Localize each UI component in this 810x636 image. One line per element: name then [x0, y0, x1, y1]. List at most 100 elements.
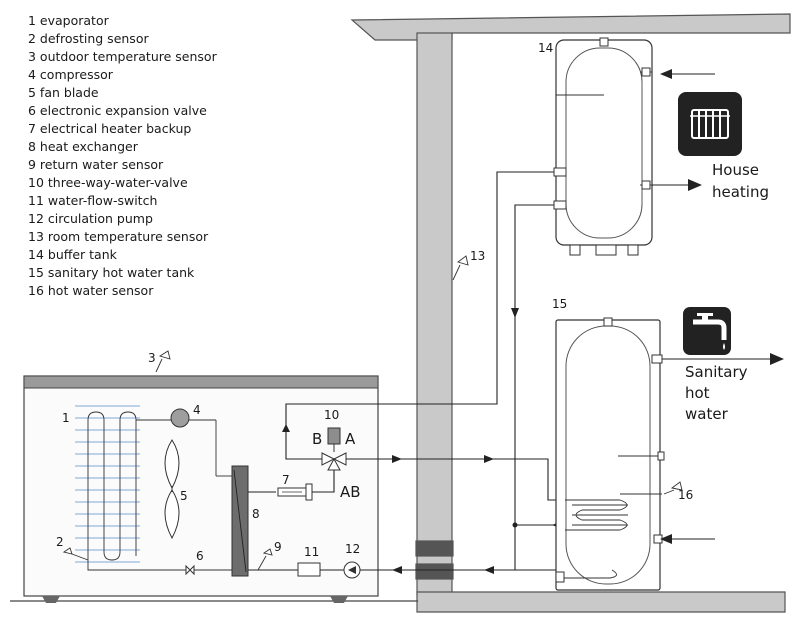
- defrosting-sensor-lead: [71, 553, 89, 561]
- legend-item-7: 7 electrical heater backup: [28, 121, 191, 136]
- legend-item-2: 2 defrosting sensor: [28, 31, 149, 46]
- compressor: [136, 408, 232, 477]
- evaporator-outlet-pipe: [87, 420, 185, 571]
- valve-port-ab: AB: [340, 483, 361, 501]
- number-12: 12: [345, 542, 360, 556]
- number-1: 1: [62, 411, 70, 425]
- return-water-sensor: [262, 548, 273, 556]
- legend-item-4: 4 compressor: [28, 67, 114, 82]
- legend-item-5: 5 fan blade: [28, 85, 99, 100]
- legend-item-3: 3 outdoor temperature sensor: [28, 49, 218, 64]
- legend-item-11: 11 water-flow-switch: [28, 193, 157, 208]
- legend-item-6: 6 electronic expansion valve: [28, 103, 207, 118]
- heating-coil-turns: [572, 504, 628, 526]
- water-flow-switch: [297, 562, 321, 577]
- buffer-tank-return-port: [641, 67, 651, 77]
- outdoor-unit-top: [23, 375, 379, 389]
- number-13: 13: [470, 249, 485, 263]
- outdoor-temperature-sensor-lead: [155, 358, 163, 373]
- buffer-tank-foot-2: [595, 244, 617, 256]
- legend: 1 evaporator 2 defrosting sensor 3 outdo…: [28, 13, 218, 298]
- arrow-house-heating: [688, 179, 702, 191]
- sanitary-label-3: water: [685, 405, 729, 423]
- heat-exchanger-diagonal: [233, 469, 247, 573]
- pump-direction-mark: [348, 566, 356, 574]
- hot-water-sensor-lead: [663, 489, 675, 495]
- room-temperature-sensor: [457, 255, 469, 266]
- buffer-tank: [553, 37, 653, 256]
- flow-arrow-right-2: [484, 455, 494, 463]
- number-16: 16: [678, 488, 693, 502]
- valve-port-a: A: [345, 430, 356, 448]
- wall-pipe-sleeve-lower: [415, 563, 454, 580]
- number-6: 6: [196, 549, 204, 563]
- legend-item-10: 10 three-way-water-valve: [28, 175, 188, 190]
- flow-arrow-right-1: [392, 455, 402, 463]
- hot-water-sensor: [670, 481, 683, 491]
- arrow-into-hot-water-tank: [660, 534, 672, 544]
- cold-water-inlet-tube: [560, 569, 617, 579]
- number-5: 5: [180, 489, 188, 503]
- number-3: 3: [148, 351, 156, 365]
- evaporator-fins: [75, 405, 140, 563]
- arrow-into-buffer: [660, 69, 672, 79]
- evaporator: [75, 405, 185, 571]
- outdoor-unit-casing: [23, 375, 379, 597]
- hot-water-outlet-port: [651, 354, 663, 364]
- outdoor-temperature-sensor: [158, 350, 171, 360]
- evaporator-coil: [87, 411, 137, 561]
- number-2: 2: [56, 535, 64, 549]
- number-9: 9: [274, 540, 282, 554]
- number-14: 14: [538, 41, 553, 55]
- number-7: 7: [282, 473, 290, 487]
- flow-arrow-down: [511, 308, 519, 318]
- house-heating-label-2: heating: [712, 183, 769, 201]
- three-way-water-valve: [321, 427, 347, 471]
- flow-arrow-left-2: [484, 566, 494, 574]
- fan-blade: [164, 439, 180, 540]
- buffer-tank-outlet: [553, 200, 567, 210]
- sanitary-label-1: Sanitary: [685, 363, 748, 381]
- heater-to-valve-pipe: [312, 460, 335, 493]
- hot-water-supply-pipe: [346, 458, 565, 501]
- hot-water-tank-drain: [555, 571, 565, 583]
- sanitary-hot-water-tank: [555, 317, 665, 591]
- radiator-icon: [678, 92, 742, 156]
- valve-port-b: B: [312, 430, 322, 448]
- house-heating-return-pipe: [514, 204, 560, 570]
- flow-arrow-up: [282, 424, 290, 432]
- buffer-tank-foot-3: [627, 244, 639, 256]
- faucet-icon: [683, 307, 731, 355]
- building: [10, 13, 791, 613]
- hot-water-tank-top-port: [603, 317, 613, 327]
- defrosting-sensor: [62, 547, 73, 555]
- flow-arrow-left-1: [392, 566, 402, 574]
- buffer-tank-shell: [555, 39, 653, 246]
- house-heating-supply-pipe: [285, 171, 560, 460]
- return-water-sensor-lead: [257, 555, 267, 571]
- legend-item-12: 12 circulation pump: [28, 211, 153, 226]
- outdoor-unit: [23, 171, 565, 603]
- number-10: 10: [324, 408, 339, 422]
- room-temperature-sensor-lead: [452, 264, 461, 281]
- legend-item-16: 16 hot water sensor: [28, 283, 154, 298]
- number-15: 15: [552, 297, 567, 311]
- hot-water-tank-shell: [555, 319, 661, 591]
- legend-item-9: 9 return water sensor: [28, 157, 164, 172]
- legend-item-13: 13 room temperature sensor: [28, 229, 209, 244]
- unit-foot-right: [330, 596, 348, 603]
- component-numbers: 1 2 3 4 5 6 7 8 9 10 11 12 13 14 15 16: [56, 41, 693, 563]
- number-8: 8: [252, 507, 260, 521]
- house-heating-label-1: House: [712, 161, 759, 179]
- floor: [416, 591, 786, 613]
- sanitary-label-2: hot: [685, 384, 710, 402]
- legend-item-15: 15 sanitary hot water tank: [28, 265, 195, 280]
- legend-item-1: 1 evaporator: [28, 13, 110, 28]
- arrow-sanitary-hot-water: [770, 353, 784, 365]
- number-11: 11: [304, 545, 319, 559]
- wall-pipe-sleeve-upper: [415, 540, 454, 557]
- expansion-valve: [185, 564, 195, 576]
- buffer-tank-supply-port: [641, 180, 651, 190]
